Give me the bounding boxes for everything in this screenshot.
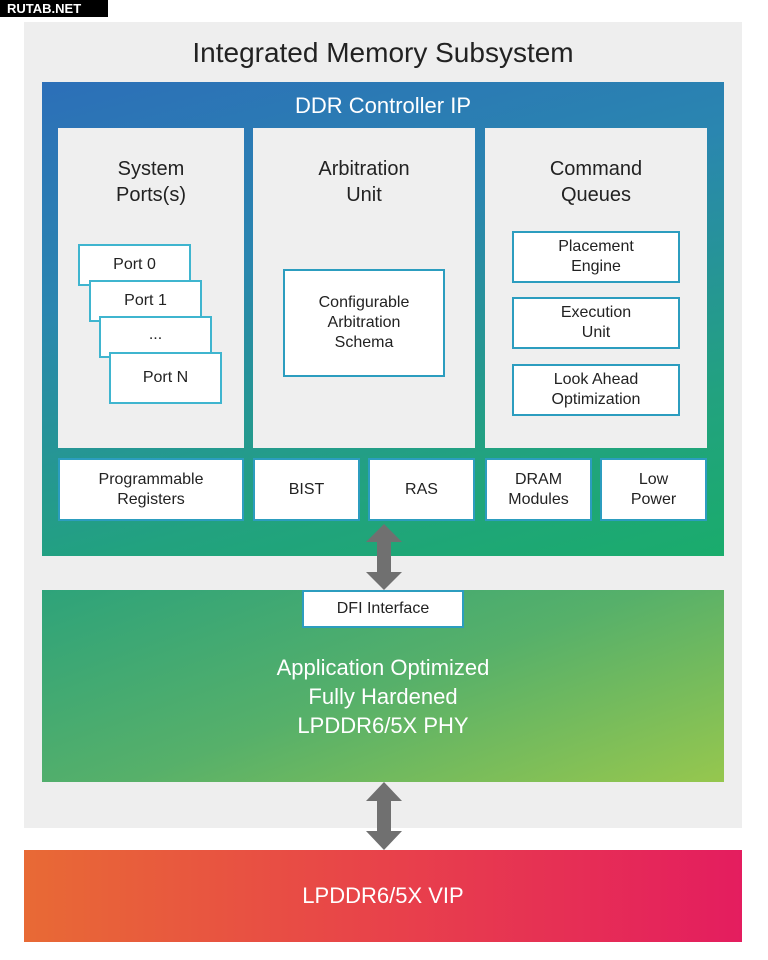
low-power-line1: Low <box>638 470 669 488</box>
port-1-box: Port 1 <box>89 280 202 322</box>
low-power-line2: Power <box>630 490 677 508</box>
system-ports-title-line2: Ports(s) <box>116 184 186 206</box>
programmable-registers-box: Programmable Registers <box>58 458 244 521</box>
phy-label-line2: Fully Hardened <box>308 683 458 709</box>
look-ahead-line2: Optimization <box>551 391 641 408</box>
placement-engine-box: Placement Engine <box>512 231 680 283</box>
dram-modules-line2: Modules <box>508 490 569 508</box>
look-ahead-line1: Look Ahead <box>553 371 639 388</box>
lpddr-vip-block: LPDDR6/5X VIP <box>24 850 742 942</box>
look-ahead-optimization-box: Look Ahead Optimization <box>512 364 680 416</box>
programmable-registers-line2: Registers <box>117 490 185 508</box>
arbitration-title-line2: Unit <box>346 184 382 206</box>
configurable-arbitration-schema-box: Configurable Arbitration Schema <box>283 269 445 377</box>
port-n-box: Port N <box>109 352 222 404</box>
ras-box: RAS <box>368 458 475 521</box>
controller-phy-double-arrow <box>366 524 402 590</box>
arbitration-unit-title: Arbitration Unit <box>253 156 475 208</box>
ddr-controller-title: DDR Controller IP <box>294 93 472 118</box>
execution-unit-line2: Unit <box>581 324 611 341</box>
arbitration-box-line2: Arbitration <box>327 314 401 331</box>
phy-vip-double-arrow <box>366 782 402 850</box>
placement-engine-line1: Placement <box>558 238 634 255</box>
arbitration-box-line1: Configurable <box>318 294 410 311</box>
dfi-interface-box: DFI Interface <box>302 590 464 628</box>
diagram-title: Integrated Memory Subsystem <box>192 37 574 68</box>
command-queues-title: Command Queues <box>485 156 707 208</box>
arbitration-box-line3: Schema <box>334 334 394 351</box>
phy-label: Application Optimized Fully Hardened LPD… <box>42 650 724 742</box>
execution-unit-line1: Execution <box>560 304 632 321</box>
phy-label-line3: LPDDR6/5X PHY <box>297 712 469 738</box>
programmable-registers-line1: Programmable <box>98 470 204 488</box>
phy-label-line1: Application Optimized <box>276 654 490 680</box>
execution-unit-box: Execution Unit <box>512 297 680 349</box>
command-queues-title-line1: Command <box>549 158 643 180</box>
command-queues-title-line2: Queues <box>560 184 632 206</box>
dram-modules-box: DRAM Modules <box>485 458 592 521</box>
bist-box: BIST <box>253 458 360 521</box>
system-ports-title: System Ports(s) <box>58 156 244 208</box>
low-power-box: Low Power <box>600 458 707 521</box>
watermark: RUTAB.NET <box>0 0 108 17</box>
arbitration-title-line1: Arbitration <box>318 158 410 180</box>
placement-engine-line2: Engine <box>571 258 621 275</box>
dram-modules-line1: DRAM <box>514 470 563 488</box>
system-ports-title-line1: System <box>117 158 185 180</box>
